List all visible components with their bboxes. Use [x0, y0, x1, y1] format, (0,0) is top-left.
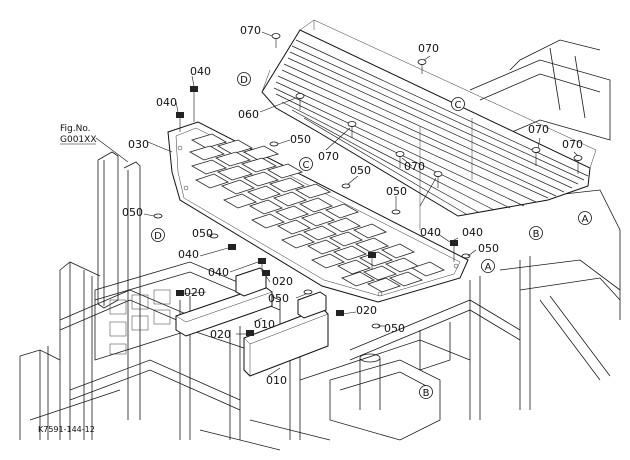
washer-050d [391, 209, 401, 215]
callout-060: 060 [238, 108, 259, 121]
callout-020a: 020 [272, 275, 293, 288]
marker-A-mid: A [481, 259, 495, 273]
svg-text:A: A [582, 214, 589, 225]
callout-050f: 050 [478, 242, 499, 255]
grid-cells [188, 133, 445, 293]
bolt-040f [368, 252, 376, 270]
fasteners [153, 33, 583, 336]
bolt-070b [417, 59, 427, 74]
callout-020b: 020 [184, 286, 205, 299]
drawing-code: K7591-144-12 [38, 425, 95, 434]
callout-010a: 010 [254, 318, 275, 331]
marker-D-top: D [237, 72, 251, 86]
svg-text:A: A [485, 262, 492, 273]
bolt-070h [573, 155, 583, 174]
callout-020d: 020 [210, 328, 231, 341]
grid-panel [167, 121, 469, 303]
callout-050e: 050 [192, 227, 213, 240]
bolt-040e [450, 240, 458, 262]
svg-text:D: D [240, 75, 248, 86]
callout-040e: 040 [178, 248, 199, 261]
svg-text:B: B [423, 388, 430, 399]
washer-050a [269, 141, 279, 147]
bolt-070g [531, 147, 541, 166]
marker-B-bottom: B [419, 385, 433, 399]
callout-050c: 050 [122, 206, 143, 219]
fig-no-label: Fig.No. [60, 124, 91, 134]
fig-no-value: G001XX [60, 135, 96, 145]
callout-040f: 040 [208, 266, 229, 279]
callout-050b: 050 [350, 164, 371, 177]
callout-040d: 040 [462, 226, 483, 239]
callout-070f: 070 [562, 138, 583, 151]
bolt-070e [395, 151, 405, 168]
marker-A-right: A [578, 211, 592, 225]
callout-020c: 020 [356, 304, 377, 317]
bolt-040a [190, 86, 198, 122]
callout-030: 030 [128, 138, 149, 151]
callout-050h: 050 [384, 322, 405, 335]
callout-labels: 070 070 040 040 060 030 050 070 050 070 … [122, 24, 583, 387]
bolt-070d [347, 121, 357, 138]
washer-050c [153, 213, 163, 219]
callout-010b: 010 [266, 374, 287, 387]
marker-C-mid: C [299, 157, 313, 171]
bolt-020a [176, 290, 184, 296]
callout-050d: 050 [386, 185, 407, 198]
washer-050b [341, 183, 351, 189]
chassis-frame [19, 39, 621, 451]
callout-070e: 070 [528, 123, 549, 136]
callout-070c: 070 [318, 150, 339, 163]
svg-text:D: D [154, 231, 162, 242]
bolt-020c [246, 330, 254, 336]
svg-text:C: C [455, 100, 462, 111]
leader-lines [95, 31, 579, 377]
callout-070a: 070 [240, 24, 261, 37]
svg-text:B: B [533, 229, 540, 240]
panel-ribs [273, 39, 589, 215]
callout-050a: 050 [290, 133, 311, 146]
bolt-070f [433, 171, 443, 188]
callout-070d: 070 [404, 160, 425, 173]
bolt-070a [271, 33, 281, 48]
bolt-040c [228, 244, 236, 250]
bolt-020b [262, 270, 270, 276]
bolt-020d [336, 310, 344, 316]
bolt-040b [176, 112, 184, 132]
marker-D-left: D [151, 228, 165, 242]
svg-text:C: C [303, 160, 310, 171]
washer-050g [303, 289, 313, 295]
bolt-070c [295, 93, 305, 110]
callout-040a: 040 [190, 65, 211, 78]
lower-brackets [175, 267, 329, 377]
marker-B-right: B [529, 226, 543, 240]
callout-050g: 050 [268, 292, 289, 305]
figure-reference: Fig.No. G001XX [60, 124, 96, 145]
marker-C-top: C [451, 97, 465, 111]
washer-050e [209, 233, 219, 239]
callout-040c: 040 [420, 226, 441, 239]
callout-040b: 040 [156, 96, 177, 109]
callout-070b: 070 [418, 42, 439, 55]
ribbed-panel [261, 19, 597, 230]
washer-050f [461, 253, 471, 259]
reference-markers: D C C D A A B B [151, 72, 592, 399]
